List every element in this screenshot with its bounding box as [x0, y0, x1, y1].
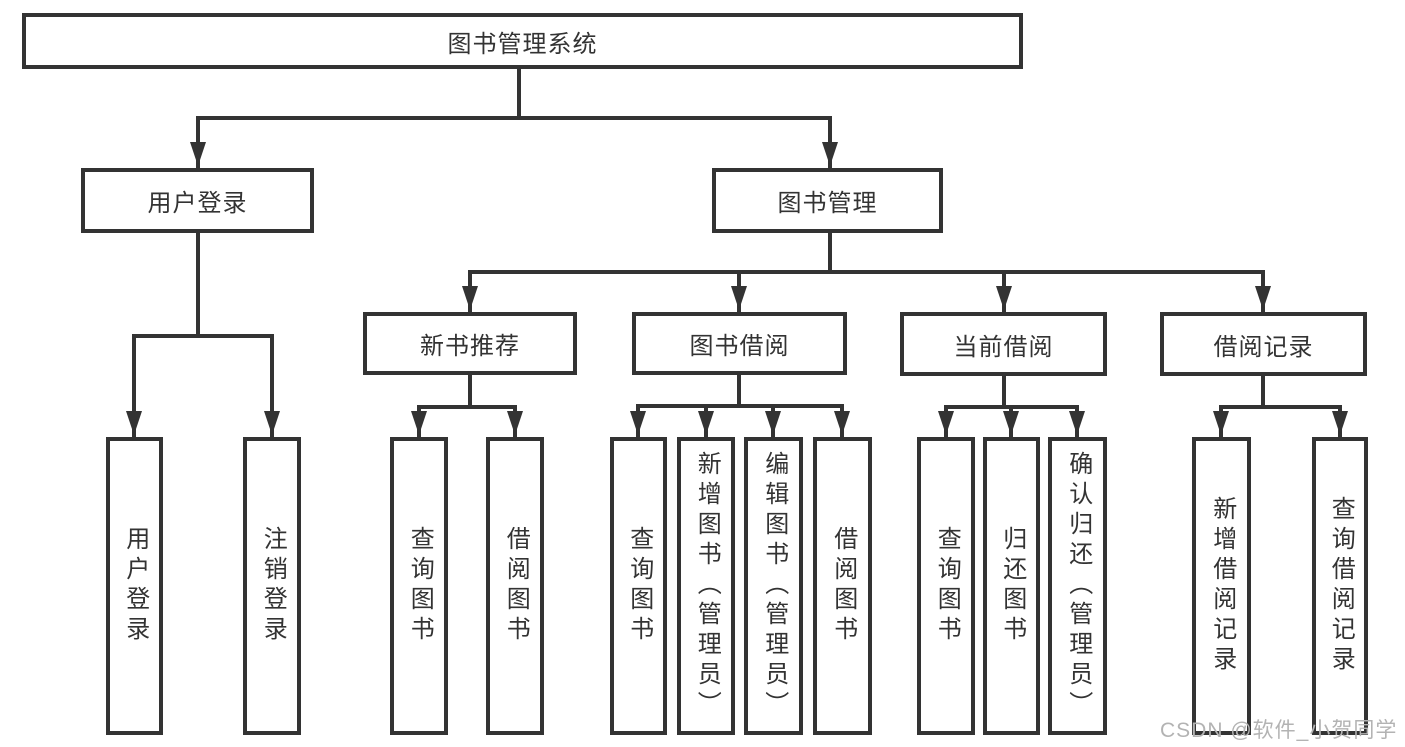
node-book-borrowing: 图书借阅	[632, 312, 847, 375]
node-query-books-3: 查询图书	[917, 437, 975, 735]
node-borrow-books-2: 借阅图书	[813, 437, 872, 735]
csdn-watermark: CSDN @软件_小贺同学	[1160, 719, 1398, 742]
node-book-management-label: 图书管理	[777, 190, 878, 217]
node-return-books: 归还图书	[983, 437, 1040, 735]
node-borrow-records-label: 借阅记录	[1213, 333, 1314, 361]
node-add-borrow-record-label: 新增借阅记录	[1208, 496, 1236, 676]
edge-new-book-split	[417, 373, 517, 409]
node-borrow-records: 借阅记录	[1160, 312, 1367, 376]
node-user-login-label: 用户登录	[147, 190, 248, 217]
edge-book-borrowing-split	[636, 373, 844, 408]
edge-user-login-split	[132, 231, 274, 338]
node-borrow-books-1-label: 借阅图书	[502, 526, 530, 646]
node-user-login-leaf: 用户登录	[106, 437, 163, 735]
node-confirm-return-admin: 确认归还（管理员）	[1048, 437, 1107, 735]
node-borrow-books-1: 借阅图书	[486, 437, 544, 735]
node-query-books-3-label: 查询图书	[933, 526, 961, 646]
node-current-borrowing-label: 当前借阅	[953, 333, 1054, 361]
node-add-books-admin: 新增图书（管理员）	[677, 437, 735, 735]
node-logout: 注销登录	[243, 437, 301, 735]
node-book-management: 图书管理	[712, 168, 943, 233]
edge-book-management-split	[468, 231, 1265, 274]
node-logout-label: 注销登录	[259, 526, 287, 646]
node-edit-books-admin-label: 编辑图书（管理员）	[760, 451, 788, 721]
node-root-label: 图书管理系统	[447, 30, 598, 58]
node-add-borrow-record: 新增借阅记录	[1192, 437, 1251, 735]
node-user-login: 用户登录	[81, 168, 314, 233]
node-confirm-return-admin-label: 确认归还（管理员）	[1064, 451, 1092, 721]
node-query-books-2-label: 查询图书	[625, 526, 653, 646]
node-new-book-recommend-label: 新书推荐	[420, 333, 520, 360]
edge-borrow-records-split	[1219, 374, 1342, 409]
edge-root-split	[196, 67, 832, 120]
node-query-borrow-record-label: 查询借阅记录	[1327, 496, 1355, 676]
node-add-books-admin-label: 新增图书（管理员）	[693, 451, 721, 721]
node-borrow-books-2-label: 借阅图书	[829, 526, 857, 646]
node-current-borrowing: 当前借阅	[900, 312, 1107, 376]
node-query-books-1: 查询图书	[390, 437, 448, 735]
node-root: 图书管理系统	[22, 13, 1023, 69]
node-query-books-1-label: 查询图书	[406, 526, 434, 646]
edge-current-borrowing-split	[944, 374, 1079, 409]
node-edit-books-admin: 编辑图书（管理员）	[744, 437, 803, 735]
node-query-books-2: 查询图书	[610, 437, 667, 735]
node-new-book-recommend: 新书推荐	[363, 312, 577, 375]
node-query-borrow-record: 查询借阅记录	[1312, 437, 1368, 735]
node-return-books-label: 归还图书	[998, 526, 1026, 646]
node-user-login-leaf-label: 用户登录	[121, 526, 149, 646]
node-book-borrowing-label: 图书借阅	[689, 333, 790, 360]
